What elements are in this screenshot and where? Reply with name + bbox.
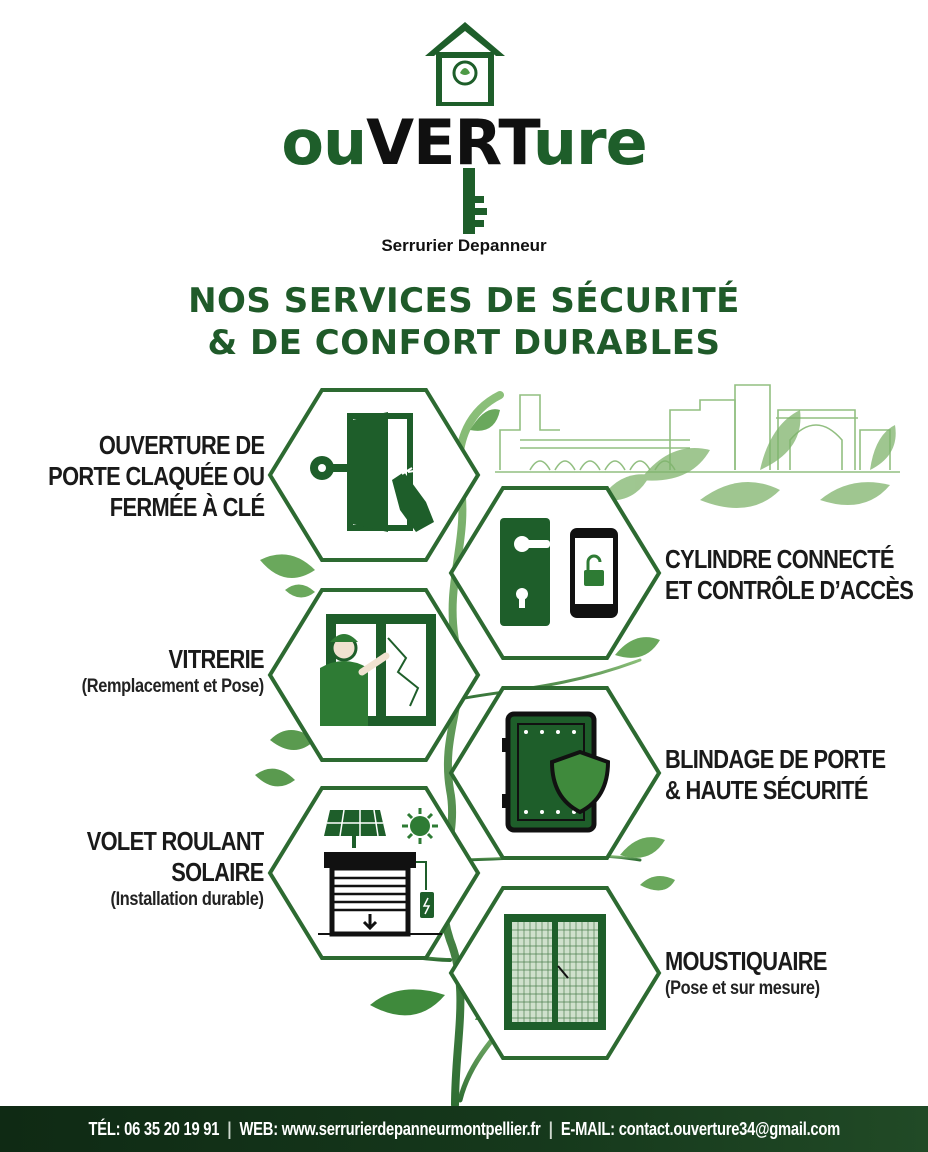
service-door-opening: OUVERTURE DE PORTE CLAQUÉE OU FERMÉE À C…	[7, 430, 265, 523]
key-logo-icon	[463, 168, 487, 234]
service-solar-shutter-subtitle: (Installation durable)	[110, 889, 264, 910]
glazier-window-icon	[320, 614, 436, 726]
brand-name-prefix: ou	[281, 106, 367, 179]
footer-website[interactable]: WEB: www.serrurierdepanneurmontpellier.f…	[239, 1118, 541, 1139]
solar-shutter-icon	[318, 808, 442, 937]
service-connected-cylinder-title-1: CYLINDRE CONNECTÉ	[665, 544, 895, 574]
house-logo-icon	[425, 22, 505, 106]
service-connected-cylinder-title-2: ET CONTRÔLE D’ACCÈS	[665, 575, 914, 605]
service-door-armoring: BLINDAGE DE PORTE & HAUTE SÉCURITÉ	[665, 744, 927, 806]
footer-separator: |	[548, 1118, 553, 1139]
headline-line-2: & DE CONFORT DURABLES	[207, 323, 721, 363]
armored-door-shield-icon	[502, 711, 611, 833]
brand-name-suffix: ure	[532, 106, 648, 179]
contact-footer: TÉL: 06 35 20 19 91 | WEB: www.serrurier…	[0, 1106, 928, 1152]
brand-wordmark: ouVERTure	[0, 108, 928, 178]
service-door-armoring-title-2: & HAUTE SÉCURITÉ	[665, 775, 868, 805]
footer-phone[interactable]: TÉL: 06 35 20 19 91	[88, 1118, 219, 1139]
mosquito-screen-icon	[504, 914, 606, 1030]
service-mosquito-net: MOUSTIQUAIRE (Pose et sur mesure)	[665, 946, 858, 1001]
service-door-opening-title-3: FERMÉE À CLÉ	[109, 492, 264, 522]
service-mosquito-net-title: MOUSTIQUAIRE	[665, 946, 827, 976]
brand-name-emphasis: VERT	[366, 106, 534, 179]
service-solar-shutter-title-1: VOLET ROULANT	[87, 826, 265, 856]
service-mosquito-net-subtitle: (Pose et sur mesure)	[665, 978, 820, 999]
service-connected-cylinder: CYLINDRE CONNECTÉ ET CONTRÔLE D’ACCÈS	[665, 544, 928, 606]
footer-separator: |	[227, 1118, 232, 1139]
service-solar-shutter-title-2: SOLAIRE	[171, 857, 265, 887]
service-glazing-subtitle: (Remplacement et Pose)	[81, 676, 265, 697]
door-key-hand-icon	[310, 412, 434, 532]
service-door-armoring-title-1: BLINDAGE DE PORTE	[665, 744, 886, 774]
service-door-opening-title-1: OUVERTURE DE	[98, 430, 265, 460]
headline-line-1: NOS SERVICES DE SÉCURITÉ	[188, 281, 740, 321]
smart-lock-phone-icon	[500, 518, 618, 626]
service-glazing-title: VITRERIE	[168, 644, 265, 674]
service-glazing: VITRERIE (Remplacement et Pose)	[52, 644, 265, 699]
foliage-right	[600, 410, 896, 508]
service-solar-shutter: VOLET ROULANT SOLAIRE (Installation dura…	[53, 826, 265, 912]
city-skyline-drawing	[495, 384, 900, 473]
service-door-opening-title-2: PORTE CLAQUÉE OU	[47, 461, 265, 491]
brand-tagline: Serrurier Depanneur	[381, 236, 547, 255]
footer-email[interactable]: E-MAIL: contact.ouverture34@gmail.com	[560, 1118, 840, 1139]
